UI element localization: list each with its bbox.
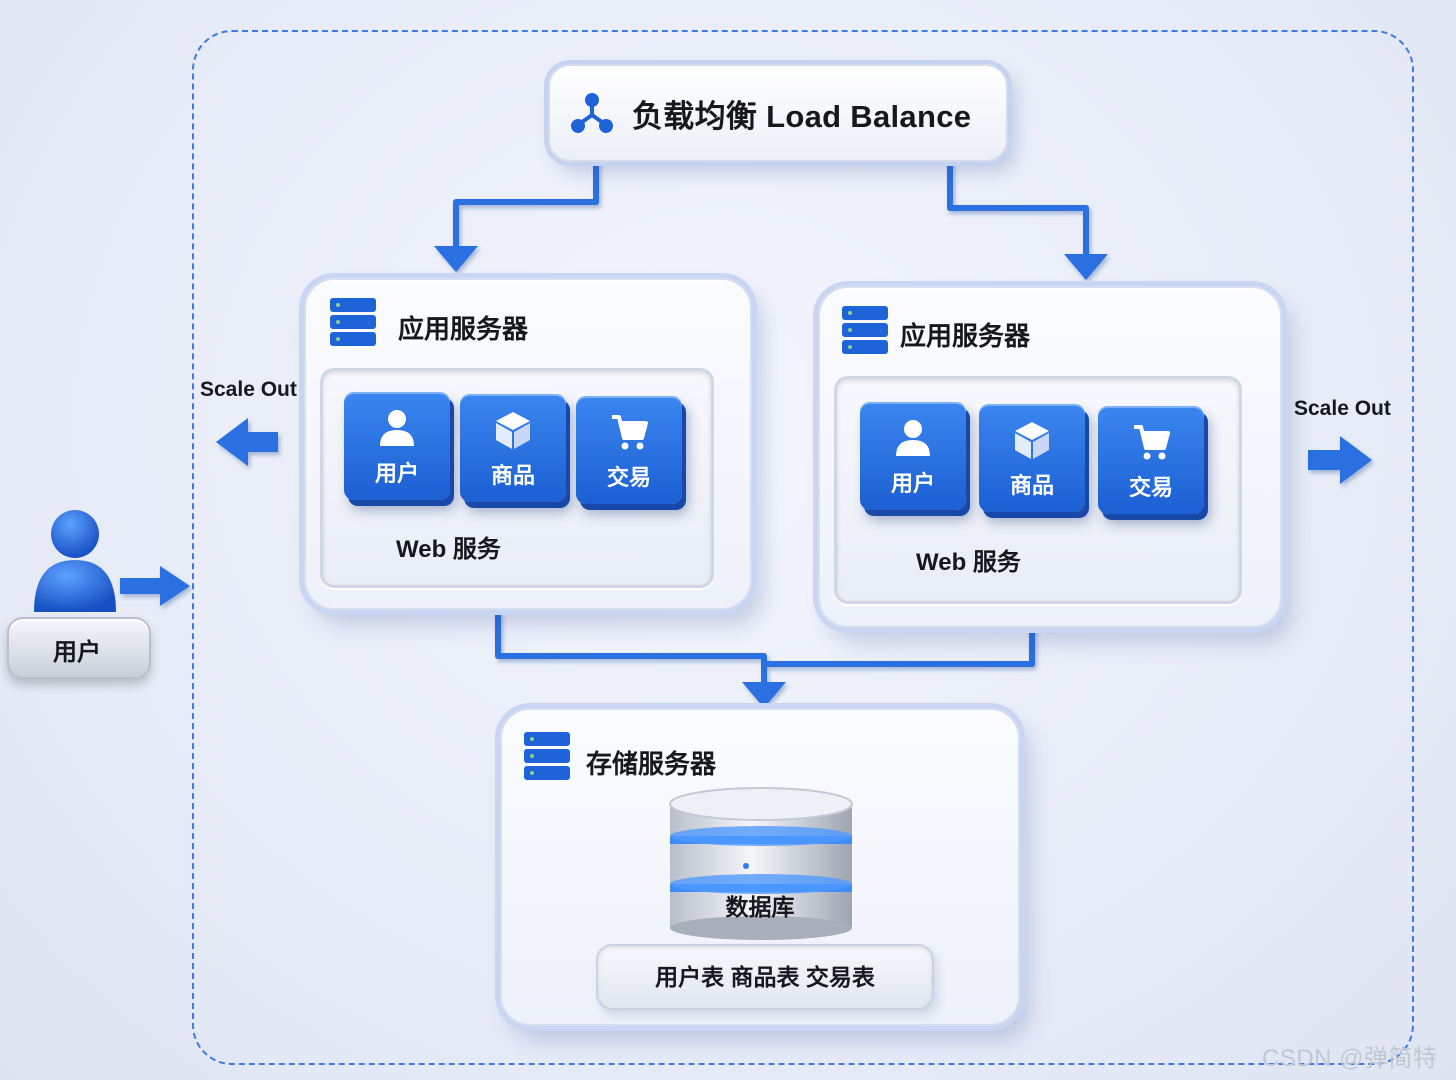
module-label: 交易 [606,465,651,490]
connector-lb-to-app2 [947,157,1089,259]
arrow-scale-out-left [216,418,278,466]
web-service-label-1: Web 服务 [396,536,501,563]
module-label: 用户 [890,471,935,496]
connector-app2-to-storage [761,623,1035,667]
server-rack-icon [330,298,376,346]
load-balancer-label: 负载均衡 Load Balance [632,98,972,134]
scale-out-right-label: Scale Out [1294,397,1391,420]
module-product-2: 商品 [979,404,1085,512]
storage-server-title: 存储服务器 [586,749,717,779]
connector-app1-to-storage [495,609,767,687]
user-label: 用户 [53,639,101,666]
module-trade-2: 交易 [1098,406,1204,514]
user-icon [896,420,930,456]
app-server-2-title: 应用服务器 [900,321,1031,351]
arrow-to-storage [742,682,786,708]
server-rack-icon [842,306,888,354]
app-server-1-title: 应用服务器 [398,314,529,344]
arrow-lb-to-app1 [434,246,478,272]
connector-lb-to-app1 [453,157,599,251]
watermark: CSDN @弹简特 [1262,1045,1438,1072]
box-icon [1015,422,1049,459]
module-user-1: 用户 [344,392,450,500]
database-label: 数据库 [725,894,795,920]
module-label: 用户 [374,461,419,486]
system-boundary [192,30,1414,1065]
module-trade-1: 交易 [576,396,682,504]
network-nodes-icon [571,93,613,133]
module-product-1: 商品 [460,394,566,502]
tables-label: 用户表 商品表 交易表 [596,944,934,1010]
user-figure-icon [34,510,116,612]
box-icon [496,412,530,449]
module-user-2: 用户 [860,402,966,510]
server-rack-icon [524,732,570,780]
module-label: 交易 [1128,475,1173,500]
module-label: 商品 [490,463,535,488]
cart-icon [612,415,648,450]
user-icon [380,410,414,446]
scale-out-left-label: Scale Out [200,378,297,401]
arrow-user-to-system [120,566,190,606]
load-balancer-box: 负载均衡 Load Balance [548,64,1008,162]
user-pedestal [7,617,151,679]
arrow-scale-out-right [1308,436,1372,484]
module-label: 商品 [1009,473,1054,498]
database-icon [669,787,853,940]
cart-icon [1134,425,1170,460]
arrow-lb-to-app2 [1064,254,1108,280]
web-service-label-2: Web 服务 [916,549,1021,576]
